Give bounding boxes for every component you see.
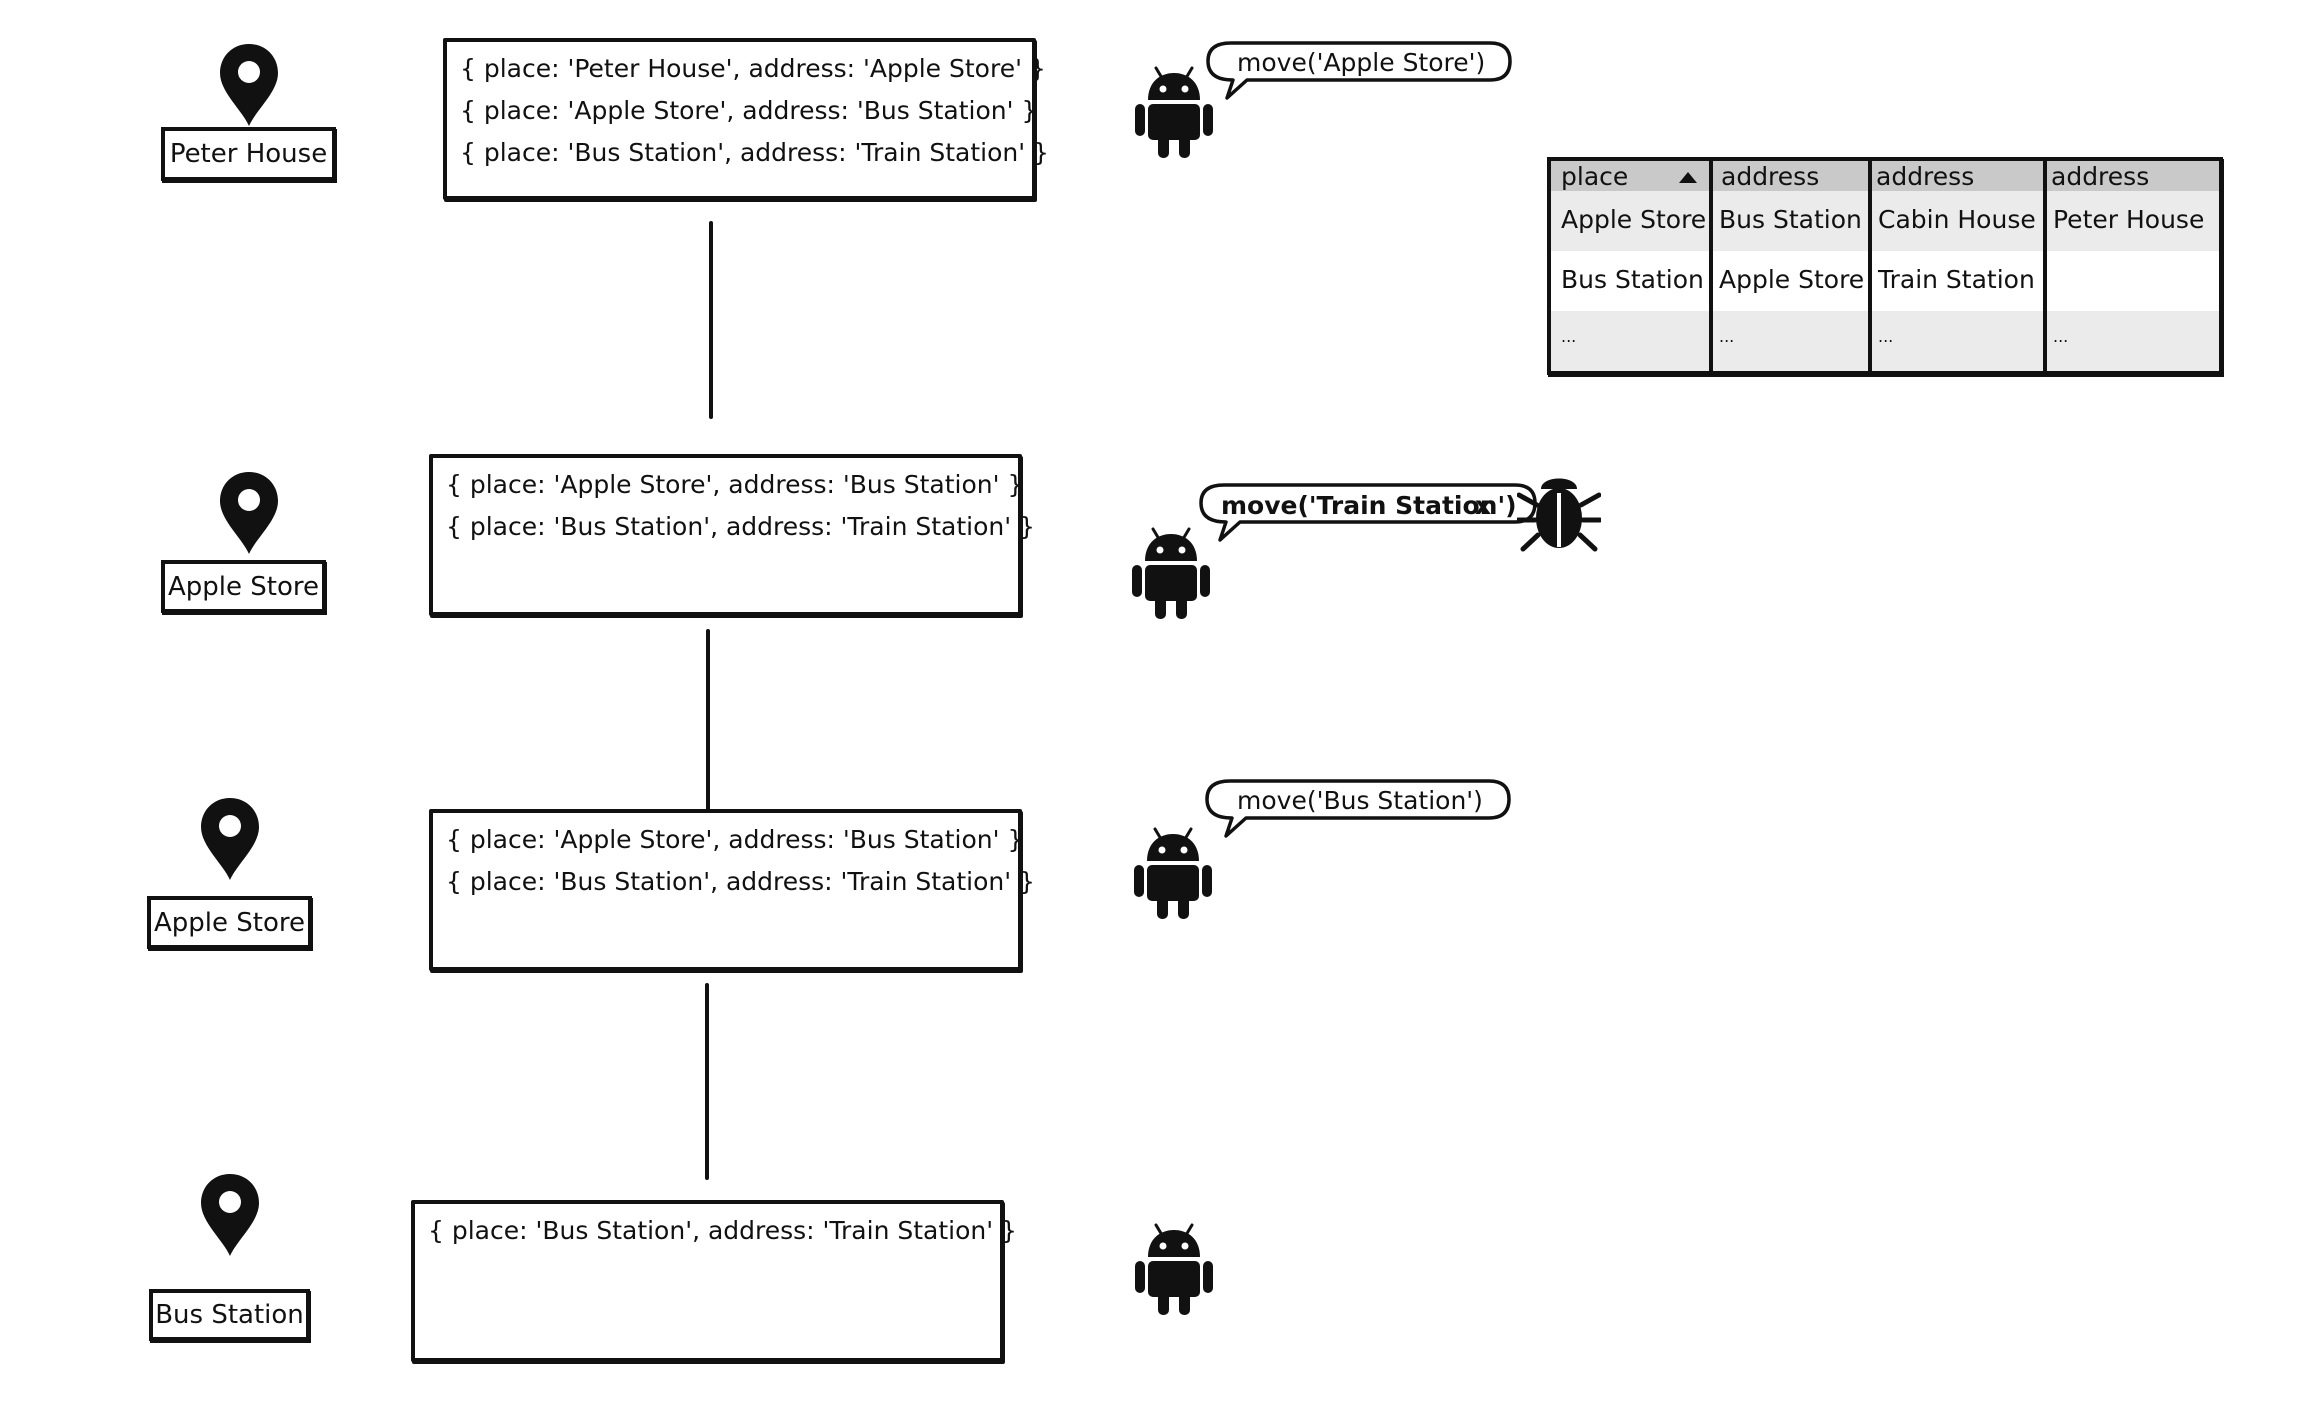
android-robot-icon <box>1133 825 1213 920</box>
record-line: { place: 'Bus Station', address: 'Train … <box>428 1216 1017 1245</box>
column-header[interactable]: address <box>1721 162 1820 191</box>
table-row: Apple Store Bus Station Cabin House Pete… <box>1551 191 2219 251</box>
record-line: { place: 'Apple Store', address: 'Bus St… <box>460 96 1038 125</box>
column-divider <box>1709 161 1713 371</box>
record-box: { place: 'Peter House', address: 'Apple … <box>443 38 1049 200</box>
column-header[interactable]: address <box>1876 162 1975 191</box>
table-cell: Bus Station <box>1561 265 1704 294</box>
location-label: Apple Store <box>147 896 312 949</box>
table-cell: Bus Station <box>1719 205 1862 234</box>
action-text: move('Bus Station') <box>1237 786 1483 815</box>
android-robot-icon <box>1131 525 1211 620</box>
map-pin-icon <box>217 42 281 128</box>
record-box: { place: 'Bus Station', address: 'Train … <box>411 1200 1017 1362</box>
flow-connector <box>705 983 709 1180</box>
speech-bubble: move('Bus Station') <box>1204 778 1512 840</box>
record-line: { place: 'Peter House', address: 'Apple … <box>460 54 1046 83</box>
table-cell: ... <box>1561 327 1577 346</box>
lookup-table: place address address address Apple Stor… <box>1547 157 2223 375</box>
column-header[interactable]: address <box>2051 162 2150 191</box>
table-cell: Apple Store <box>1561 205 1707 234</box>
table-cell: ... <box>2053 327 2069 346</box>
android-robot-icon <box>1134 64 1214 159</box>
action-text: move('Train Station') <box>1221 491 1517 520</box>
sort-ascending-icon[interactable] <box>1679 172 1697 183</box>
record-line: { place: 'Apple Store', address: 'Bus St… <box>446 825 1024 854</box>
map-pin-icon <box>198 796 262 882</box>
table-row: Bus Station Apple Store Train Station <box>1551 251 2219 311</box>
record-line: { place: 'Bus Station', address: 'Train … <box>460 138 1049 167</box>
map-pin-icon <box>198 1172 262 1258</box>
record-box: { place: 'Apple Store', address: 'Bus St… <box>429 809 1035 971</box>
table-cell: ... <box>1719 327 1735 346</box>
record-line: { place: 'Bus Station', address: 'Train … <box>446 512 1035 541</box>
location-label: Bus Station <box>149 1289 310 1341</box>
flow-connector <box>709 221 713 419</box>
column-divider <box>1868 161 1872 371</box>
map-pin-icon <box>217 470 281 556</box>
table-cell: Peter House <box>2053 205 2205 234</box>
table-header-row: place address address address <box>1551 161 2219 191</box>
flow-connector <box>706 629 710 829</box>
table-cell: Train Station <box>1878 265 2035 294</box>
speech-bubble: move('Apple Store') <box>1205 40 1513 102</box>
speech-bubble: move('Train Station') x <box>1198 482 1538 544</box>
table-cell: ... <box>1878 327 1894 346</box>
column-divider <box>2043 161 2047 371</box>
location-label: Apple Store <box>161 560 326 613</box>
column-header[interactable]: place <box>1561 162 1629 191</box>
bug-icon <box>1517 465 1601 555</box>
record-box: { place: 'Apple Store', address: 'Bus St… <box>429 454 1035 616</box>
action-text: move('Apple Store') <box>1237 48 1486 77</box>
android-robot-icon <box>1134 1221 1214 1316</box>
table-cell: Cabin House <box>1878 205 2036 234</box>
table-row: ... ... ... ... <box>1551 311 2219 371</box>
location-label: Peter House <box>161 127 336 181</box>
failure-mark: x <box>1475 491 1492 520</box>
table-cell: Apple Store <box>1719 265 1865 294</box>
record-line: { place: 'Bus Station', address: 'Train … <box>446 867 1035 896</box>
record-line: { place: 'Apple Store', address: 'Bus St… <box>446 470 1024 499</box>
